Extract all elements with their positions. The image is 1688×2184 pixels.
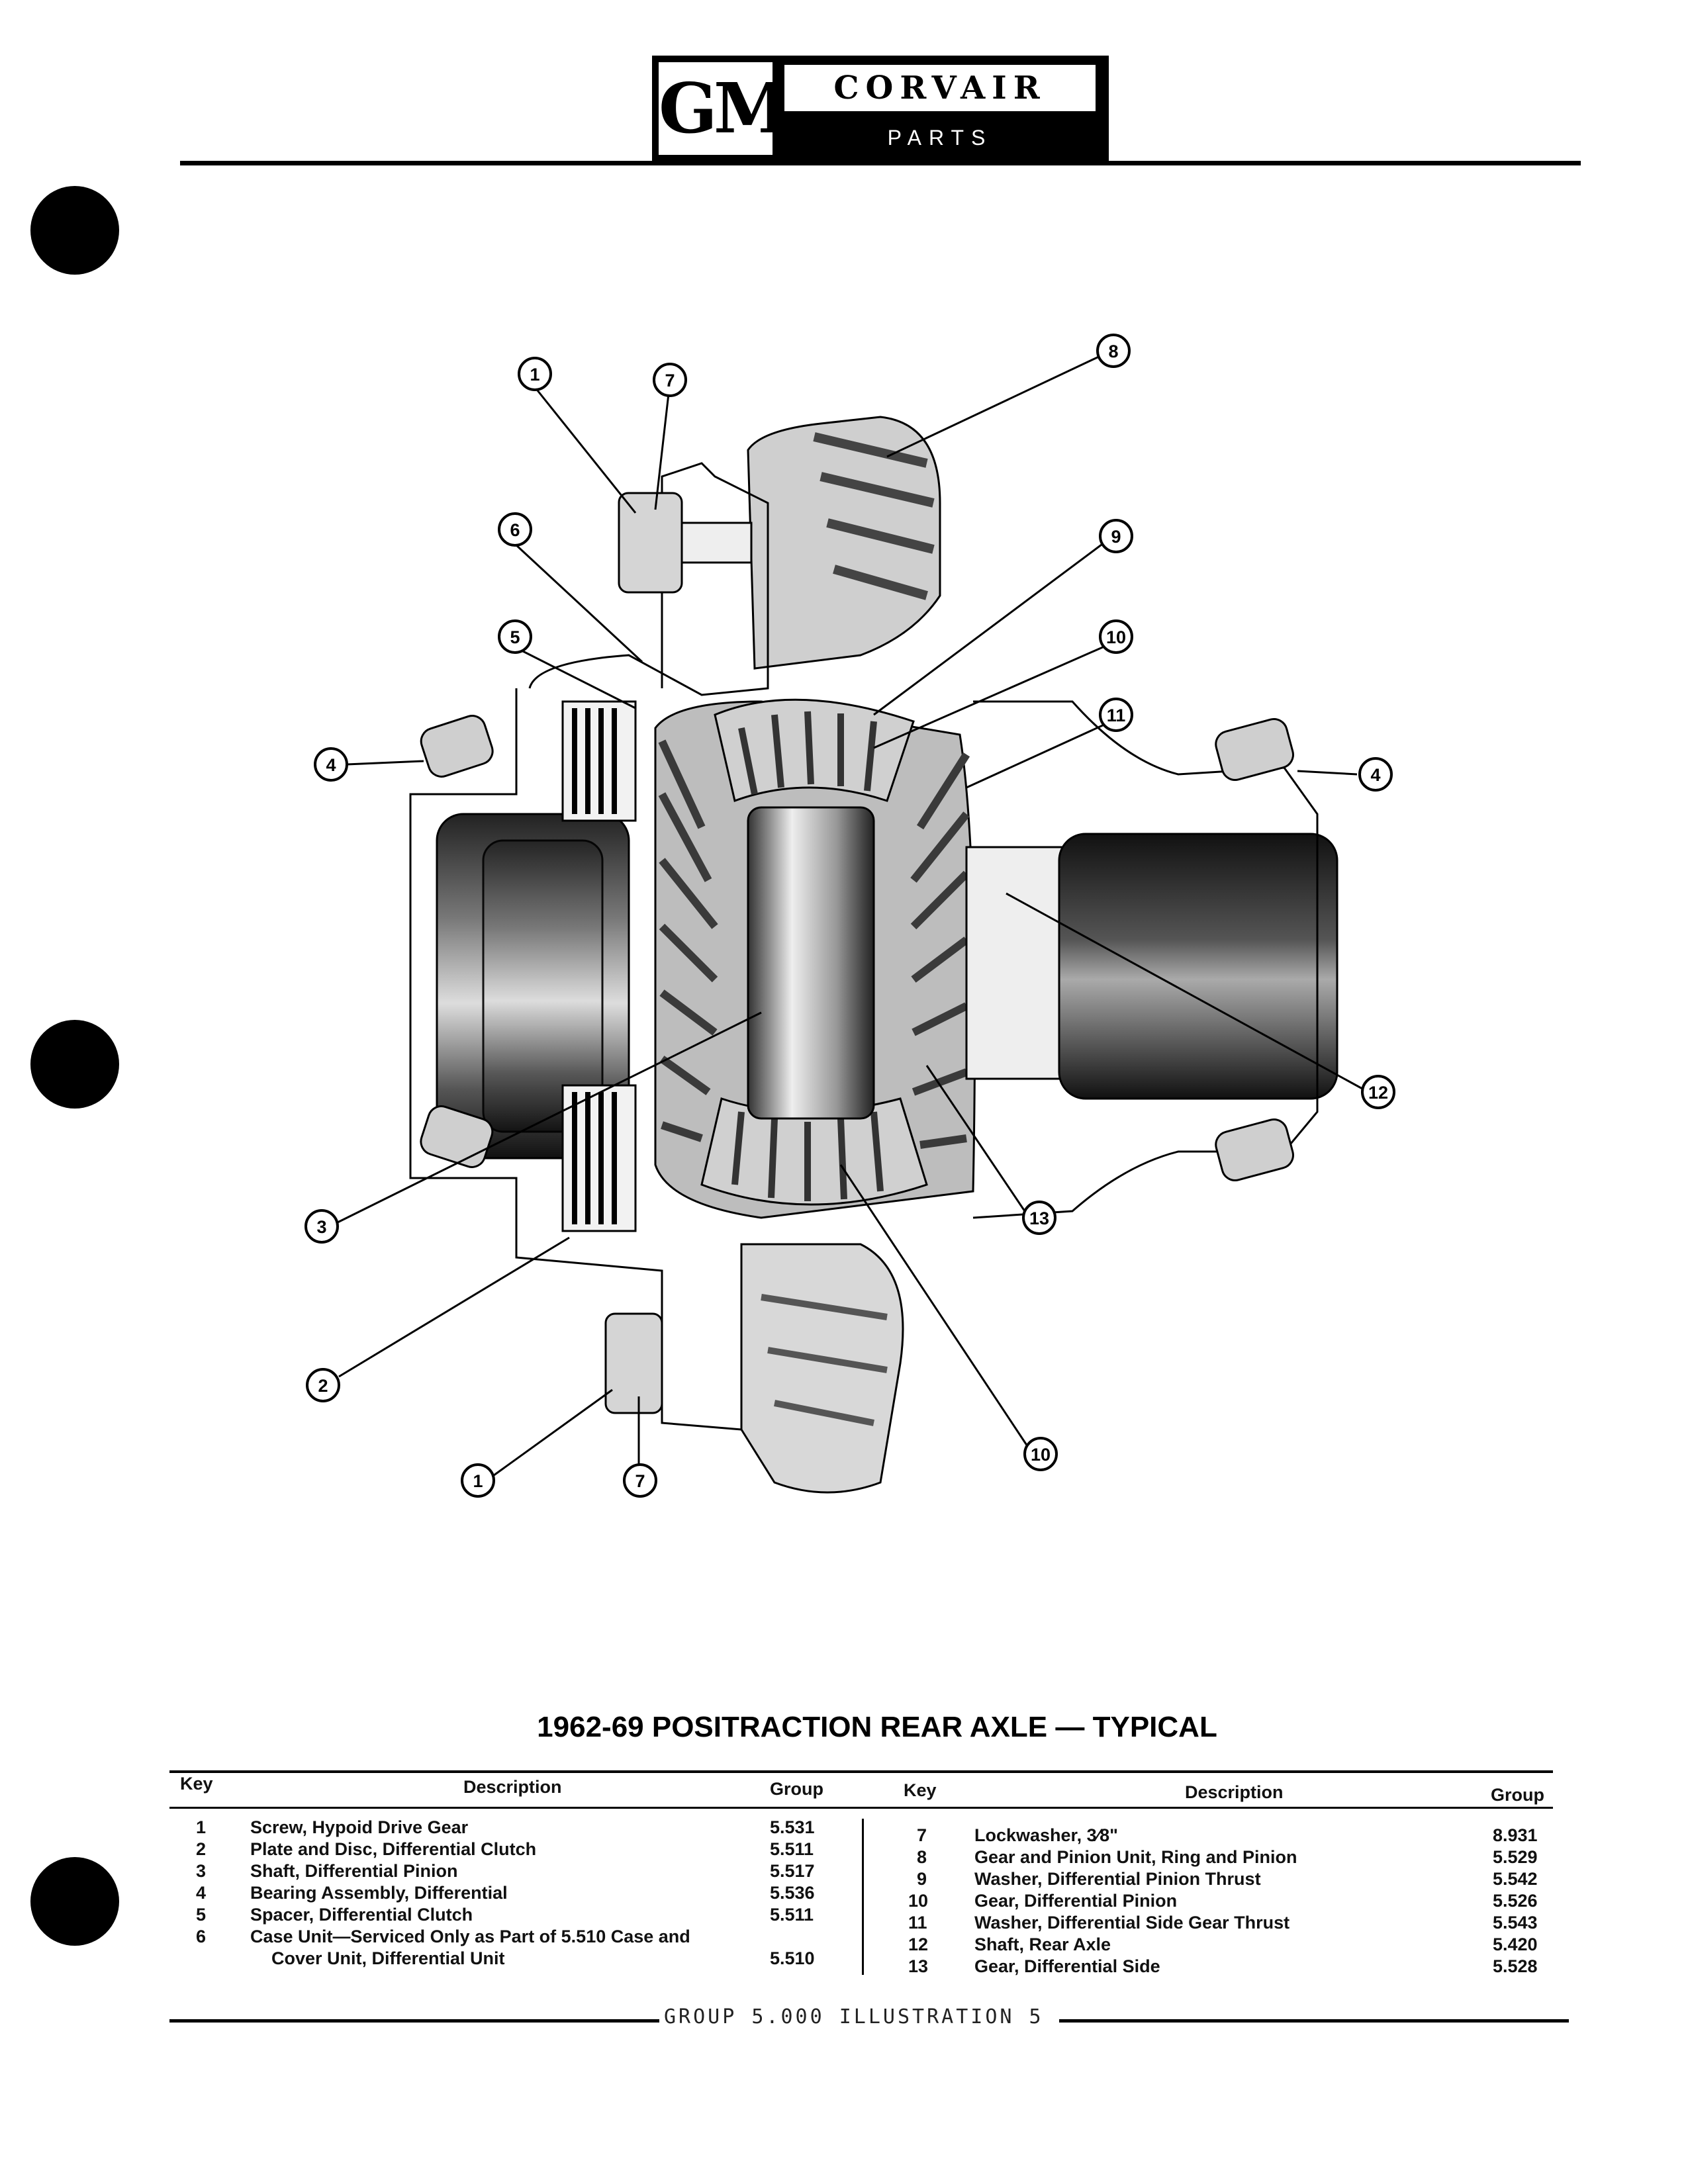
illustration-caption: 1962-69 POSITRACTION REAR AXLE — TYPICAL: [537, 1711, 1217, 1743]
bearing-right-bottom: [1215, 1118, 1294, 1181]
callout-5: 5: [510, 627, 520, 647]
callout-7-bottom: 7: [635, 1471, 645, 1491]
header-group-left: Group: [770, 1779, 823, 1799]
table-top-rule: [169, 1770, 1553, 1773]
callout-4-right: 4: [1370, 765, 1380, 785]
footer-label: GROUP 5.000 ILLUSTRATION 5: [664, 2005, 1044, 2028]
brand-name: CORVAIR: [784, 65, 1096, 111]
header-group-right: Group: [1491, 1785, 1544, 1805]
column-divider: [862, 1819, 864, 1975]
callouts: [305, 334, 1395, 1498]
gm-logo-mark: GM: [659, 62, 790, 155]
header-rule: [180, 161, 1581, 165]
bearing-right-top: [1215, 718, 1294, 781]
callout-6: 6: [510, 520, 520, 540]
callout-11: 11: [1107, 705, 1126, 725]
callout-4-left: 4: [326, 755, 336, 775]
catalogue-subtitle: PARTS CATALOGUE: [843, 126, 1037, 187]
callout-9: 9: [1111, 527, 1121, 547]
callout-10-bottom: 10: [1031, 1445, 1051, 1465]
header-key-left: Key: [180, 1774, 213, 1794]
binder-hole-top: [30, 186, 119, 275]
callout-2: 2: [318, 1376, 328, 1396]
differential-cutaway-illustration: 1 7 8 6 9 5 10 11 4 4 12 3 13 2 10 1 7: [305, 334, 1395, 1498]
gm-corvair-logo: GM CORVAIR PARTS CATALOGUE: [652, 56, 1109, 187]
footer-rule-left: [169, 2019, 659, 2023]
callout-1-top: 1: [530, 365, 539, 385]
binder-hole-middle: [30, 1020, 119, 1109]
callout-1-bottom: 1: [473, 1471, 483, 1491]
callout-8: 8: [1108, 341, 1118, 361]
callout-numbers: 1 7 8 6 9 5 10 11 4 4 12 3 13 2 10 1 7: [316, 341, 1388, 1491]
header-description-left: Description: [463, 1777, 562, 1797]
callout-7-top: 7: [665, 371, 675, 390]
bolt-bottom: [604, 1312, 663, 1414]
table-header-rule: [169, 1807, 1553, 1809]
bearing-left-top: [420, 715, 494, 778]
leader-lines: [337, 355, 1363, 1479]
callout-12: 12: [1368, 1083, 1388, 1103]
footer-rule-right: [1059, 2019, 1569, 2023]
header-description-right: Description: [1185, 1782, 1284, 1802]
bolt-top: [618, 492, 753, 594]
binder-hole-bottom: [30, 1857, 119, 1946]
callout-13: 13: [1029, 1208, 1049, 1228]
header-key-right: Key: [904, 1780, 937, 1800]
differential-drawing: [409, 416, 1338, 1494]
callout-10-top: 10: [1106, 627, 1126, 647]
callout-3: 3: [316, 1217, 326, 1237]
